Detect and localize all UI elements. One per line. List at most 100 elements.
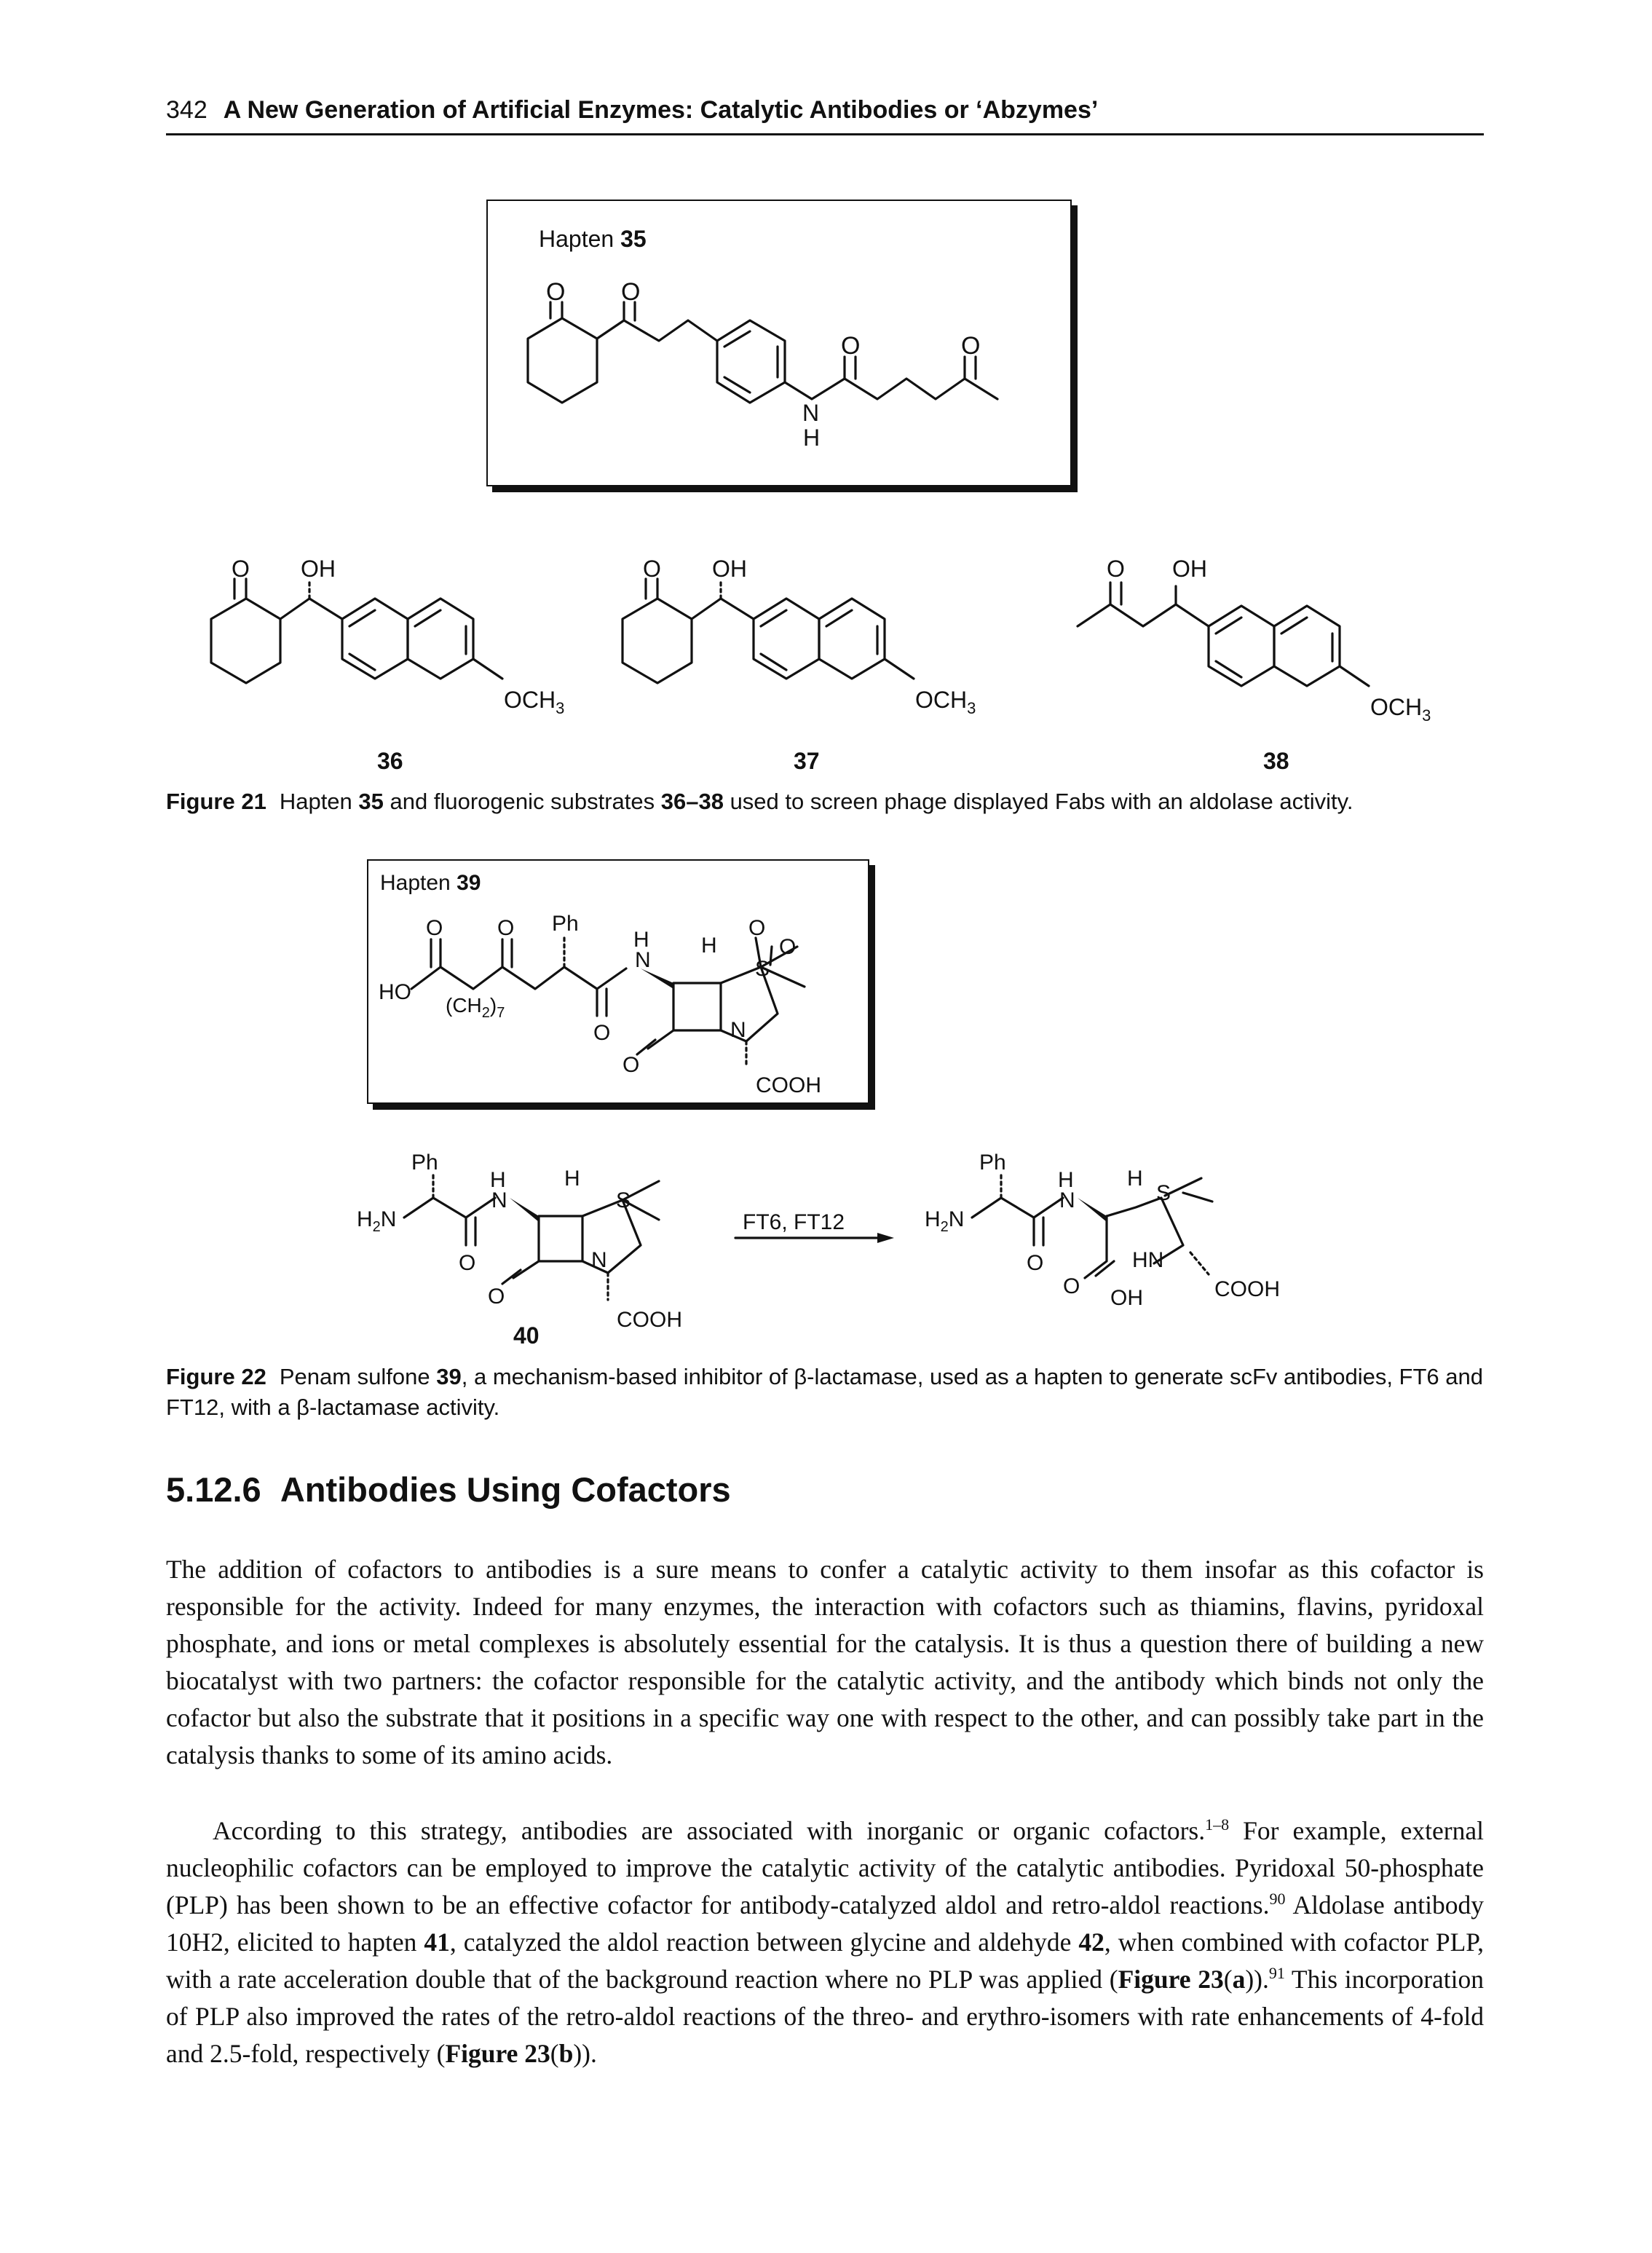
body-paragraph-1: The addition of cofactors to antibodies … (166, 1555, 1484, 1769)
compound-number-40: 40 (513, 1322, 540, 1349)
caption-text: Penam sulfone (279, 1364, 437, 1389)
atom-cooh: COOH (756, 1073, 821, 1097)
atom-o: O (643, 556, 661, 582)
caption-text: and fluorogenic substrates (383, 789, 661, 814)
atom-n: N (591, 1248, 607, 1272)
reaction-arrow: FT6, FT12 (734, 1210, 894, 1243)
atom-n: N (491, 1188, 507, 1212)
compound-36-structure: O OH OCH3 (210, 556, 564, 717)
reaction-conditions-label: FT6, FT12 (743, 1210, 845, 1234)
atom-h: H (701, 934, 717, 958)
hapten-39-structure: HO O O (CH2)7 Ph O N H H O N S O O COOH (379, 912, 821, 1097)
atom-n: N (635, 948, 651, 972)
atom-o: O (779, 935, 796, 959)
atom-o: O (497, 916, 514, 940)
atom-h: H (1058, 1168, 1074, 1192)
atom-s: S (616, 1188, 631, 1212)
atom-o: O (623, 1053, 639, 1077)
atom-o: O (1027, 1251, 1043, 1275)
atom-h2n: H2N (925, 1207, 964, 1235)
hapten-39-label-text: Hapten (380, 871, 457, 895)
hapten-35-box: Hapten 35 (486, 200, 1072, 486)
caption-ref: 35 (358, 789, 384, 814)
atom-o: O (748, 916, 765, 940)
atom-ho: HO (379, 980, 411, 1004)
atom-s: S (1156, 1181, 1171, 1205)
atom-o: O (1063, 1274, 1080, 1298)
atom-ph: Ph (411, 1151, 438, 1175)
atom-o: O (459, 1251, 475, 1275)
atom-oh: OH (301, 556, 336, 582)
atom-o: O (426, 916, 443, 940)
caption-ref: 39 (436, 1364, 462, 1389)
figure-ref: Figure 23 (1118, 1965, 1224, 1994)
hydrolysis-product-structure: Ph H2N N H H S O O OH HN COOH (925, 1151, 1280, 1310)
atom-o: O (593, 1021, 610, 1045)
caption-text: used to screen phage displayed Fabs with… (723, 789, 1353, 814)
atom-cooh: COOH (617, 1308, 682, 1332)
compound-37-structure: O OH OCH3 (621, 556, 976, 717)
atom-s: S (755, 957, 770, 981)
hapten-35-benzene-ring (716, 319, 786, 404)
running-title: A New Generation of Artificial Enzymes: … (223, 96, 1099, 124)
atom-h: H (633, 928, 649, 952)
hapten-35-structure: O O O O N H (526, 278, 999, 451)
citation: 90 (1269, 1890, 1286, 1909)
hapten-35-label-text: Hapten (539, 226, 621, 252)
atom-h: H (803, 425, 820, 451)
compound-number-38: 38 (1263, 748, 1289, 774)
figure-21-caption: Figure 21 Hapten 35 and fluorogenic subst… (166, 786, 1484, 817)
hapten-35-cyclohexane-ring (526, 317, 598, 404)
section-number: 5.12.6 (166, 1470, 261, 1509)
atom-n: N (1059, 1188, 1075, 1212)
substrates-36-38: O OH OCH3 O OH OCH3 O OH OCH3 (210, 556, 1431, 725)
hapten-39-label: Hapten 39 (380, 871, 481, 896)
atom-o: O (1107, 556, 1125, 582)
atom-cooh: COOH (1214, 1277, 1280, 1301)
atom-h: H (1127, 1167, 1143, 1191)
atom-o: O (961, 332, 980, 360)
atom-o: O (232, 556, 250, 582)
caption-text: Hapten (279, 789, 359, 814)
figure-22-label: Figure 22 (166, 1364, 266, 1389)
running-head: 342 A New Generation of Artificial Enzyme… (166, 96, 1484, 135)
atom-h2n: H2N (357, 1207, 396, 1235)
atom-n: N (730, 1018, 746, 1042)
atom-ph: Ph (979, 1151, 1006, 1175)
body-paragraph-2: According to this strategy, antibodies a… (166, 1815, 1484, 2068)
hapten-35-label: Hapten 35 (539, 226, 647, 253)
citation: 91 (1268, 1964, 1285, 1983)
citation: 1–8 (1205, 1815, 1230, 1834)
compound-number-37: 37 (794, 748, 820, 774)
atom-h: H (490, 1168, 506, 1192)
atom-h: H (564, 1167, 580, 1191)
hapten-39-label-number: 39 (457, 871, 481, 895)
page-number: 342 (166, 96, 208, 124)
section-title: Antibodies Using Cofactors (280, 1470, 731, 1509)
atom-o: O (488, 1285, 505, 1309)
atom-oh: OH (1172, 556, 1207, 582)
atom-ch2-chain: (CH2)7 (446, 994, 505, 1021)
compound-number-36: 36 (377, 748, 403, 774)
hapten-39-box: Hapten 39 (367, 859, 869, 1104)
hapten-35-label-number: 35 (620, 226, 647, 252)
atom-och3: OCH3 (504, 687, 564, 717)
atom-och3: OCH3 (1370, 694, 1431, 725)
atom-o: O (621, 278, 640, 306)
atom-o: O (841, 332, 860, 360)
compound-38-structure: O OH OCH3 (1076, 556, 1431, 725)
figure-21-label: Figure 21 (166, 789, 266, 814)
atom-och3: OCH3 (915, 687, 976, 717)
atom-o: O (546, 278, 565, 306)
section-heading: 5.12.6 Antibodies Using Cofactors (166, 1469, 731, 1510)
figure-22-caption: Figure 22 Penam sulfone 39, a mechanism-b… (166, 1362, 1484, 1423)
atom-n: N (802, 400, 819, 426)
caption-text: , a mechanism-based inhibitor of β-lacta… (166, 1364, 1483, 1420)
compound-40-structure: Ph H2N N H H O O N S COOH (357, 1151, 682, 1332)
atom-ph: Ph (552, 912, 579, 936)
caption-ref: 36–38 (660, 789, 724, 814)
reaction-scheme-40: Ph H2N N H H O O N S COOH FT6, FT12 Ph H… (357, 1151, 1280, 1332)
figure-ref: Figure 23 (445, 2039, 550, 2068)
atom-oh: OH (712, 556, 747, 582)
atom-oh: OH (1110, 1286, 1143, 1310)
